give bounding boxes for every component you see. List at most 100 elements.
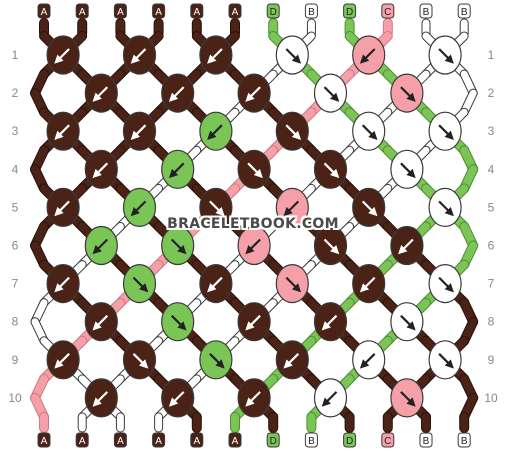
strand-label-bottom: D [346, 436, 353, 447]
knot-grid [46, 35, 462, 418]
row-number-right: 10 [484, 391, 498, 405]
arrow-down-left-icon [92, 314, 109, 331]
strand-label-top: B [461, 7, 468, 18]
arrow-down-left-icon [207, 276, 223, 293]
row-number-left: 7 [12, 277, 19, 291]
strand-label-bottom-badge [304, 432, 318, 448]
arrow-down-right-icon [132, 276, 149, 293]
arrow-down-left-icon [92, 238, 109, 255]
strand-label-top: A [41, 7, 48, 18]
arrow-down-right-icon [438, 124, 454, 141]
row-number-left: 10 [8, 391, 22, 405]
arrow-down-right-icon [170, 238, 187, 255]
strand-label-bottom: C [384, 436, 391, 447]
strand-label-bottom-badge [228, 432, 242, 448]
strand-label-top-badge [419, 3, 433, 19]
strand-label-bottom-badge [190, 432, 204, 448]
arrow-down-left-icon [245, 314, 261, 331]
strand-label-bottom: A [79, 436, 86, 447]
strand-label-bottom-badge [266, 432, 280, 448]
arrow-down-left-icon [92, 86, 109, 102]
arrow-down-left-icon [168, 86, 185, 102]
strand-label-top-badge [190, 3, 204, 19]
arrow-down-left-icon [54, 276, 70, 293]
row-number-left: 8 [12, 315, 19, 329]
strand-label-top: D [346, 7, 353, 18]
arrow-down-right-icon [361, 124, 378, 141]
strand-label-bottom: A [155, 436, 162, 447]
strand-label-bottom-badge [419, 432, 433, 448]
arrow-down-right-icon [285, 124, 302, 141]
strand-label-top: A [232, 7, 239, 18]
strand-label-top-badge [37, 3, 51, 19]
arrow-down-right-icon [132, 353, 149, 369]
arrow-down-right-icon [285, 276, 302, 293]
row-number-right: 6 [488, 239, 495, 253]
arrow-down-right-icon [323, 238, 340, 255]
strand-label-bottom: A [41, 436, 48, 447]
strand-label-top: D [270, 7, 277, 18]
strand-label-bottom: B [423, 436, 430, 447]
arrow-down-left-icon [283, 200, 300, 217]
row-number-left: 4 [12, 162, 19, 176]
arrow-down-left-icon [54, 124, 70, 141]
row-number-right: 3 [488, 124, 495, 138]
arrow-down-left-icon [207, 124, 223, 141]
arrow-down-right-icon [323, 86, 340, 102]
row-number-right: 9 [488, 353, 495, 367]
arrow-down-left-icon [398, 238, 414, 255]
arrow-down-right-icon [209, 200, 225, 217]
arrow-down-left-icon [283, 353, 300, 369]
row-number-left: 9 [12, 353, 19, 367]
arrow-down-left-icon [321, 391, 338, 407]
arrow-down-left-icon [54, 353, 70, 369]
arrow-down-left-icon [207, 48, 223, 64]
strand-label-bottom: B [461, 436, 468, 447]
arrow-down-left-icon [168, 391, 185, 407]
strand-label-top-badge [304, 3, 318, 19]
arrow-down-right-icon [438, 48, 454, 64]
strand-label-bottom: A [193, 436, 200, 447]
arrow-down-left-icon [130, 48, 147, 64]
strand-label-top-badge [266, 3, 280, 19]
arrow-down-left-icon [359, 353, 376, 369]
row-number-right: 2 [488, 86, 495, 100]
strand-label-top-badge [75, 3, 89, 19]
arrow-down-left-icon [168, 162, 185, 179]
row-number-right: 5 [488, 200, 495, 214]
strand-label-bottom: B [308, 436, 315, 447]
strand-label-top: A [155, 7, 162, 18]
arrow-down-right-icon [170, 314, 187, 331]
arrow-down-right-icon [247, 162, 263, 179]
arrow-down-right-icon [438, 276, 454, 293]
strand-label-bottom-badge [37, 432, 51, 448]
strand-label-top-badge [457, 3, 471, 19]
strand-label-top-badge [152, 3, 166, 19]
strand-label-top: A [193, 7, 200, 18]
strand-label-bottom-badge [381, 432, 395, 448]
arrow-down-left-icon [245, 238, 261, 255]
strand-label-top-badge [113, 3, 127, 19]
arrow-down-left-icon [321, 314, 338, 331]
arrow-down-left-icon [54, 48, 70, 64]
arrow-down-right-icon [400, 314, 416, 331]
arrow-down-right-icon [400, 391, 416, 407]
arrow-down-left-icon [130, 200, 147, 217]
arrow-down-left-icon [92, 391, 109, 407]
strand-label-top: B [308, 7, 315, 18]
strand-label-top: B [423, 7, 430, 18]
row-number-right: 7 [488, 277, 495, 291]
strand-label-top-badge [228, 3, 242, 19]
row-number-left: 6 [12, 239, 19, 253]
strand-label-bottom-badge [152, 432, 166, 448]
arrow-down-right-icon [438, 200, 454, 217]
strand-label-bottom: D [270, 436, 277, 447]
arrow-down-right-icon [400, 86, 416, 102]
row-number-left: 5 [12, 200, 19, 214]
watermark-text: BRACELETBOOK.COM [167, 216, 339, 232]
row-number-right: 1 [488, 48, 495, 62]
arrow-down-left-icon [92, 162, 109, 179]
arrow-down-left-icon [54, 200, 70, 217]
